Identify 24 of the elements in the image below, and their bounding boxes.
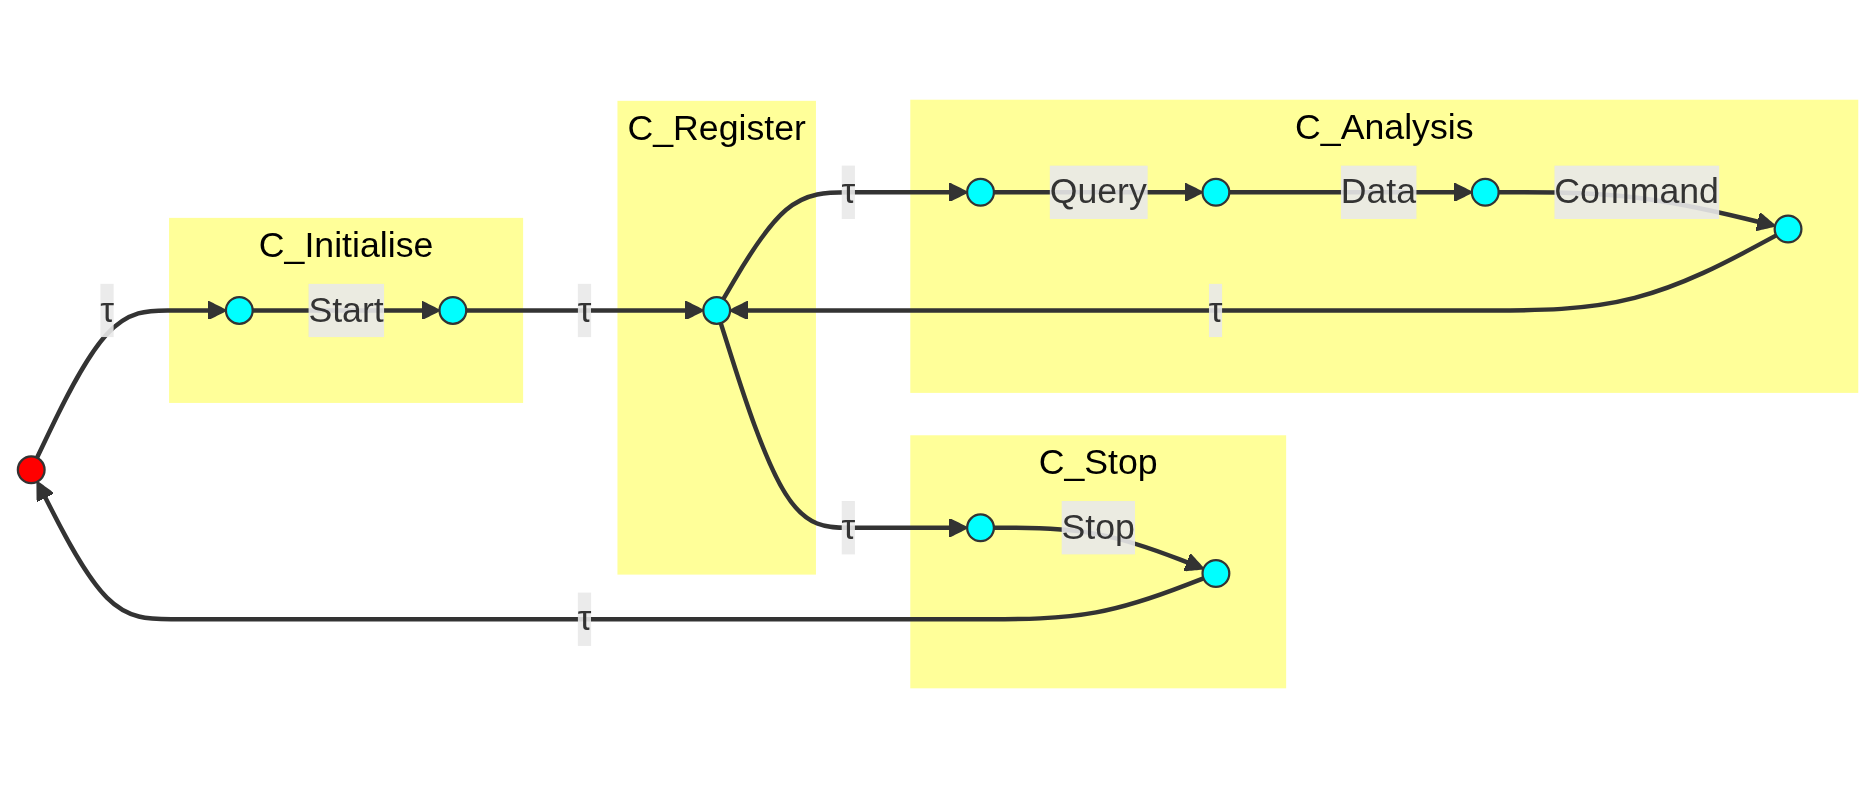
- edge-label: τ: [1208, 290, 1223, 329]
- edge-label: τ: [577, 290, 592, 329]
- node-circle: [224, 295, 254, 325]
- arrow: [729, 233, 1778, 321]
- node-circle: [1773, 214, 1803, 244]
- arrow: [34, 300, 227, 459]
- edge-label: τ: [100, 290, 115, 329]
- node-circle: [1201, 177, 1231, 207]
- edge-label: Start: [308, 290, 384, 329]
- node-circle: [1201, 558, 1231, 588]
- node-circle: [438, 295, 468, 325]
- edge-label: τ: [841, 172, 856, 211]
- node-circle: [702, 295, 732, 325]
- node-circle: [966, 177, 995, 207]
- edge-label: Data: [1340, 172, 1417, 211]
- edge-label: Query: [1049, 172, 1147, 211]
- node-circle: [16, 455, 46, 485]
- node-circle: [1470, 177, 1500, 207]
- node-circle: [966, 513, 995, 543]
- edge-label: Command: [1554, 172, 1719, 211]
- edge-label: τ: [577, 599, 592, 638]
- edge-label: Stop: [1061, 507, 1135, 546]
- cluster: C_Register: [617, 100, 816, 575]
- edge-label: τ: [841, 507, 856, 546]
